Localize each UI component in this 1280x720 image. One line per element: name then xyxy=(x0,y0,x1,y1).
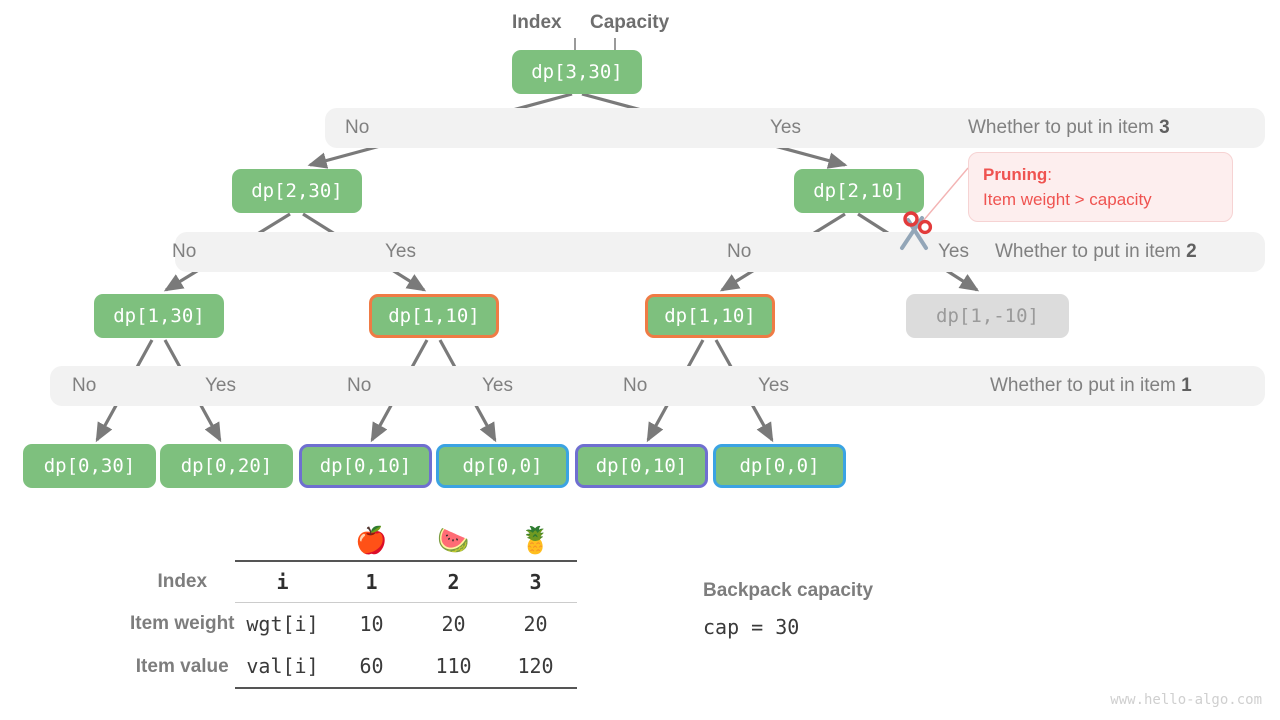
pruning-callout-body: Item weight > capacity xyxy=(983,190,1152,209)
decision-item-number-3: 3 xyxy=(1159,117,1170,138)
node-dp-0-0-a[interactable]: dp[0,0] xyxy=(436,444,569,488)
row-key-val: val[i] xyxy=(234,645,331,689)
pruning-callout-title-line: Pruning: xyxy=(983,162,1218,187)
node-dp-1-10-b[interactable]: dp[1,10] xyxy=(645,294,775,338)
table-row: Index i 1 2 3 xyxy=(130,561,577,603)
decision-row-item3 xyxy=(325,108,1265,148)
decision-question-text-item2: Whether to put in item xyxy=(995,241,1187,262)
node-dp-1-30[interactable]: dp[1,30] xyxy=(94,294,224,338)
row-label-item-value: Item value xyxy=(135,655,229,677)
items-table: 🍎 🍉 🍍 Index i 1 2 3 Item weight wgt[i] 1… xyxy=(130,520,577,689)
branch-label-yes-2-item2: Yes xyxy=(938,241,969,262)
capacity-pointer-tick xyxy=(614,38,616,54)
backpack-capacity-title: Backpack capacity xyxy=(703,580,874,601)
cell-val-2: 110 xyxy=(412,645,495,689)
decision-item-number-1: 1 xyxy=(1181,375,1192,396)
branch-label-no-item3: No xyxy=(345,117,370,138)
branch-label-yes-item3: Yes xyxy=(770,117,801,138)
row-label-item-weight: Item weight xyxy=(130,612,235,634)
pruning-callout: Pruning: Item weight > capacity xyxy=(968,152,1233,222)
branch-label-no-3-item1: No xyxy=(623,375,648,396)
table-row-icons: 🍎 🍉 🍍 xyxy=(130,520,577,562)
node-dp-2-10[interactable]: dp[2,10] xyxy=(794,169,924,213)
node-dp-2-30[interactable]: dp[2,30] xyxy=(232,169,362,213)
cell-wgt-2: 20 xyxy=(441,612,466,636)
pineapple-icon: 🍍 xyxy=(494,520,577,562)
icon-row-key-cell xyxy=(234,520,331,562)
branch-label-yes-1-item1: Yes xyxy=(205,375,236,396)
watermelon-icon: 🍉 xyxy=(412,520,495,562)
branch-label-no-1-item1: No xyxy=(72,375,97,396)
decision-question-text-item3: Whether to put in item xyxy=(968,117,1160,138)
backpack-capacity-code: cap = 30 xyxy=(703,615,800,639)
branch-label-yes-2-item1: Yes xyxy=(482,375,513,396)
node-dp-0-20[interactable]: dp[0,20] xyxy=(160,444,293,488)
scissors-icon xyxy=(900,211,933,250)
cell-wgt-1: 10 xyxy=(359,612,384,636)
node-dp-0-30[interactable]: dp[0,30] xyxy=(23,444,156,488)
capacity-header: Capacity xyxy=(590,12,670,33)
branch-label-yes-1-item2: Yes xyxy=(385,241,416,262)
row-key-index: i xyxy=(234,561,331,603)
cell-val-1: 60 xyxy=(330,645,413,689)
node-dp-3-30[interactable]: dp[3,30] xyxy=(512,50,642,94)
cell-val-3: 120 xyxy=(494,645,577,689)
pruning-callout-title: Pruning xyxy=(983,165,1048,184)
watermark: www.hello-algo.com xyxy=(1110,692,1262,708)
node-dp-1-neg10-pruned[interactable]: dp[1,-10] xyxy=(906,294,1069,338)
pruning-callout-colon: : xyxy=(1047,165,1052,184)
node-dp-1-10-a[interactable]: dp[1,10] xyxy=(369,294,499,338)
node-dp-0-10-a[interactable]: dp[0,10] xyxy=(299,444,432,488)
decision-question-text-item1: Whether to put in item xyxy=(990,375,1182,396)
decision-row-item1 xyxy=(50,366,1265,406)
items-table-grid: 🍎 🍉 🍍 Index i 1 2 3 Item weight wgt[i] 1… xyxy=(130,520,577,689)
row-key-wgt: wgt[i] xyxy=(246,612,319,636)
decision-row-item2 xyxy=(175,232,1265,272)
row-label-index: Index xyxy=(157,570,208,592)
table-row: Item weight wgt[i] 10 20 20 xyxy=(130,603,577,646)
table-row: Item value val[i] 60 110 120 xyxy=(130,645,577,689)
icon-row-spacer xyxy=(130,520,235,561)
node-dp-0-10-b[interactable]: dp[0,10] xyxy=(575,444,708,488)
decision-question-item1: Whether to put in item 1 xyxy=(990,366,1192,406)
branch-label-no-2-item1: No xyxy=(347,375,372,396)
cell-wgt-3: 20 xyxy=(523,612,548,636)
cell-index-3: 3 xyxy=(494,561,577,603)
decision-question-item3: Whether to put in item 3 xyxy=(968,108,1170,148)
decision-question-item2: Whether to put in item 2 xyxy=(995,232,1197,272)
decision-item-number-2: 2 xyxy=(1186,241,1197,262)
branch-label-yes-3-item1: Yes xyxy=(758,375,789,396)
index-header: Index xyxy=(512,12,562,33)
node-dp-0-0-b[interactable]: dp[0,0] xyxy=(713,444,846,488)
cell-index-1: 1 xyxy=(330,561,413,603)
apple-icon: 🍎 xyxy=(330,520,413,562)
index-pointer-tick xyxy=(574,38,576,54)
cell-index-2: 2 xyxy=(412,561,495,603)
branch-label-no-2-item2: No xyxy=(727,241,752,262)
branch-label-no-1-item2: No xyxy=(172,241,197,262)
